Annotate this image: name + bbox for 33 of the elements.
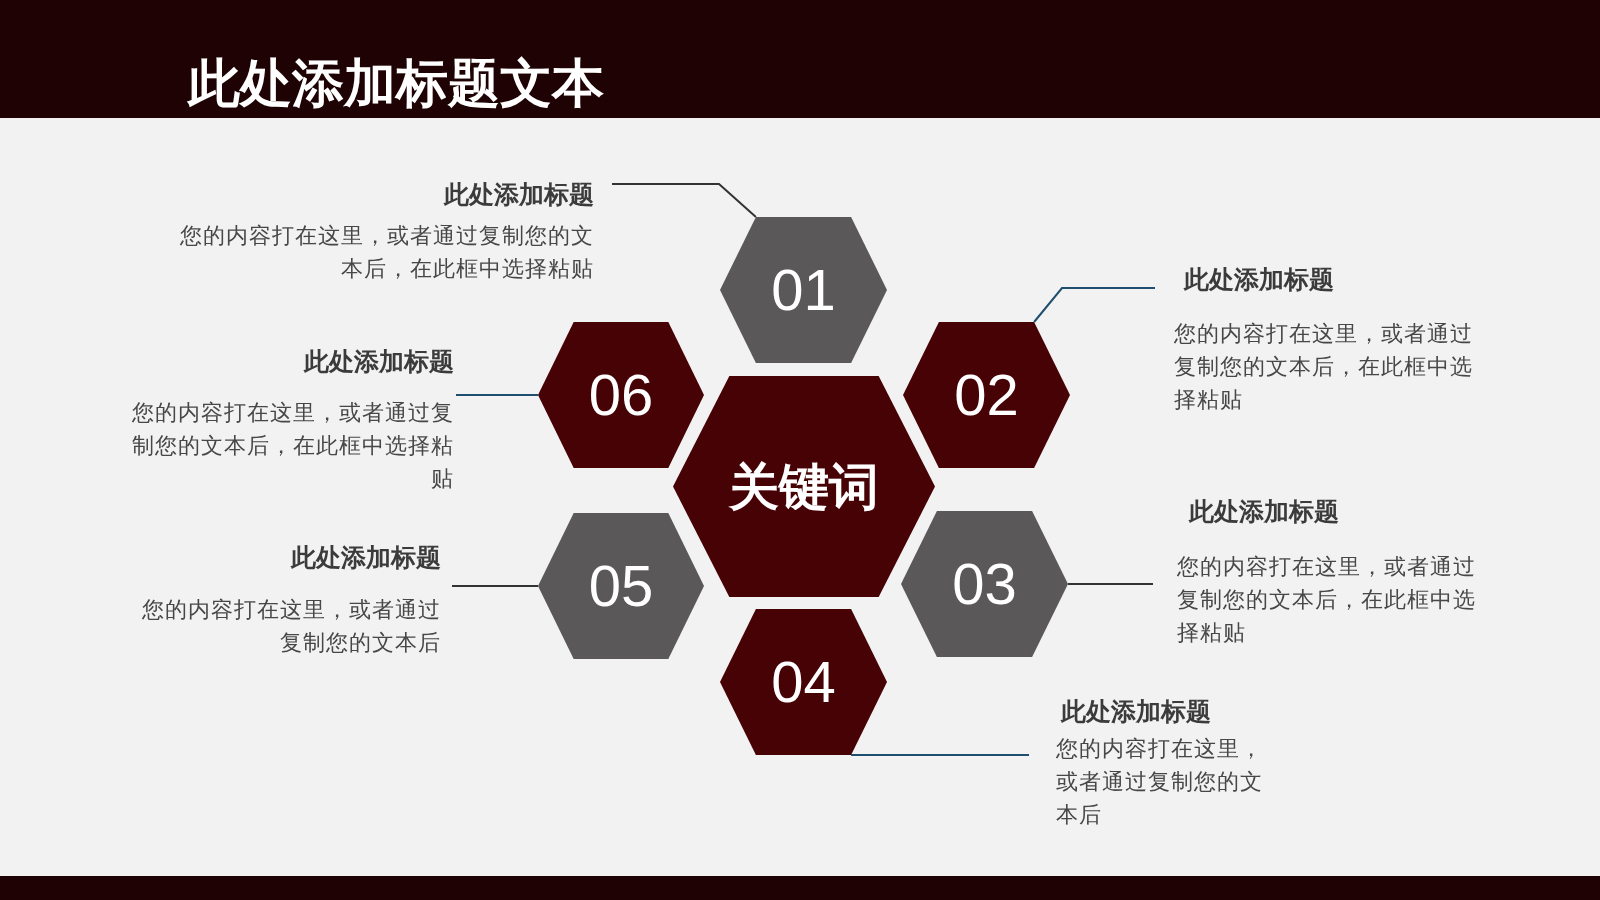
body-text: 您的内容打在这里，或者通过复制您的文本后 bbox=[141, 596, 441, 657]
heading: 此处添加标题 bbox=[289, 542, 441, 574]
leader-line bbox=[455, 394, 539, 396]
hexagon-node bbox=[901, 511, 1068, 657]
hexagon-node bbox=[720, 609, 887, 755]
body-text: 您的内容打在这里，或者通过复制您的文本后 bbox=[1056, 735, 1264, 829]
body-text: 您的内容打在这里，或者通过复制您的文本后，在此框中选择粘贴 bbox=[179, 222, 594, 283]
leader-line bbox=[451, 585, 539, 587]
hexagon-node bbox=[720, 217, 887, 363]
step-number: 04 bbox=[771, 650, 836, 714]
body-text: 您的内容打在这里，或者通过复制您的文本后，在此框中选择粘贴 bbox=[131, 399, 454, 493]
heading: 此处添加标题 bbox=[302, 346, 454, 378]
slide-title: 此处添加标题文本 bbox=[188, 52, 604, 115]
body-text: 您的内容打在这里，或者通过复制您的文本后，在此框中选择粘贴 bbox=[1174, 320, 1474, 414]
step-number: 05 bbox=[588, 554, 654, 618]
step-number: 01 bbox=[771, 258, 836, 322]
leader-line bbox=[611, 183, 757, 218]
heading: 此处添加标题 bbox=[1189, 496, 1340, 528]
hexagon-node bbox=[538, 513, 704, 659]
step-number: 03 bbox=[952, 552, 1017, 616]
leader-line bbox=[1067, 583, 1154, 585]
hexagon-node bbox=[538, 322, 704, 468]
step-number: 02 bbox=[954, 363, 1019, 427]
hexagon-node bbox=[673, 376, 935, 597]
heading: 此处添加标题 bbox=[1061, 696, 1212, 728]
body-text: 您的内容打在这里，或者通过复制您的文本后，在此框中选择粘贴 bbox=[1177, 553, 1477, 647]
hexagon-node bbox=[903, 322, 1070, 468]
leader-line bbox=[850, 754, 1030, 756]
step-number: 06 bbox=[588, 363, 654, 427]
leader-line bbox=[1033, 287, 1156, 323]
heading: 此处添加标题 bbox=[1184, 264, 1335, 296]
heading: 此处添加标题 bbox=[442, 179, 594, 211]
keyword-label: 关键词 bbox=[729, 459, 879, 514]
